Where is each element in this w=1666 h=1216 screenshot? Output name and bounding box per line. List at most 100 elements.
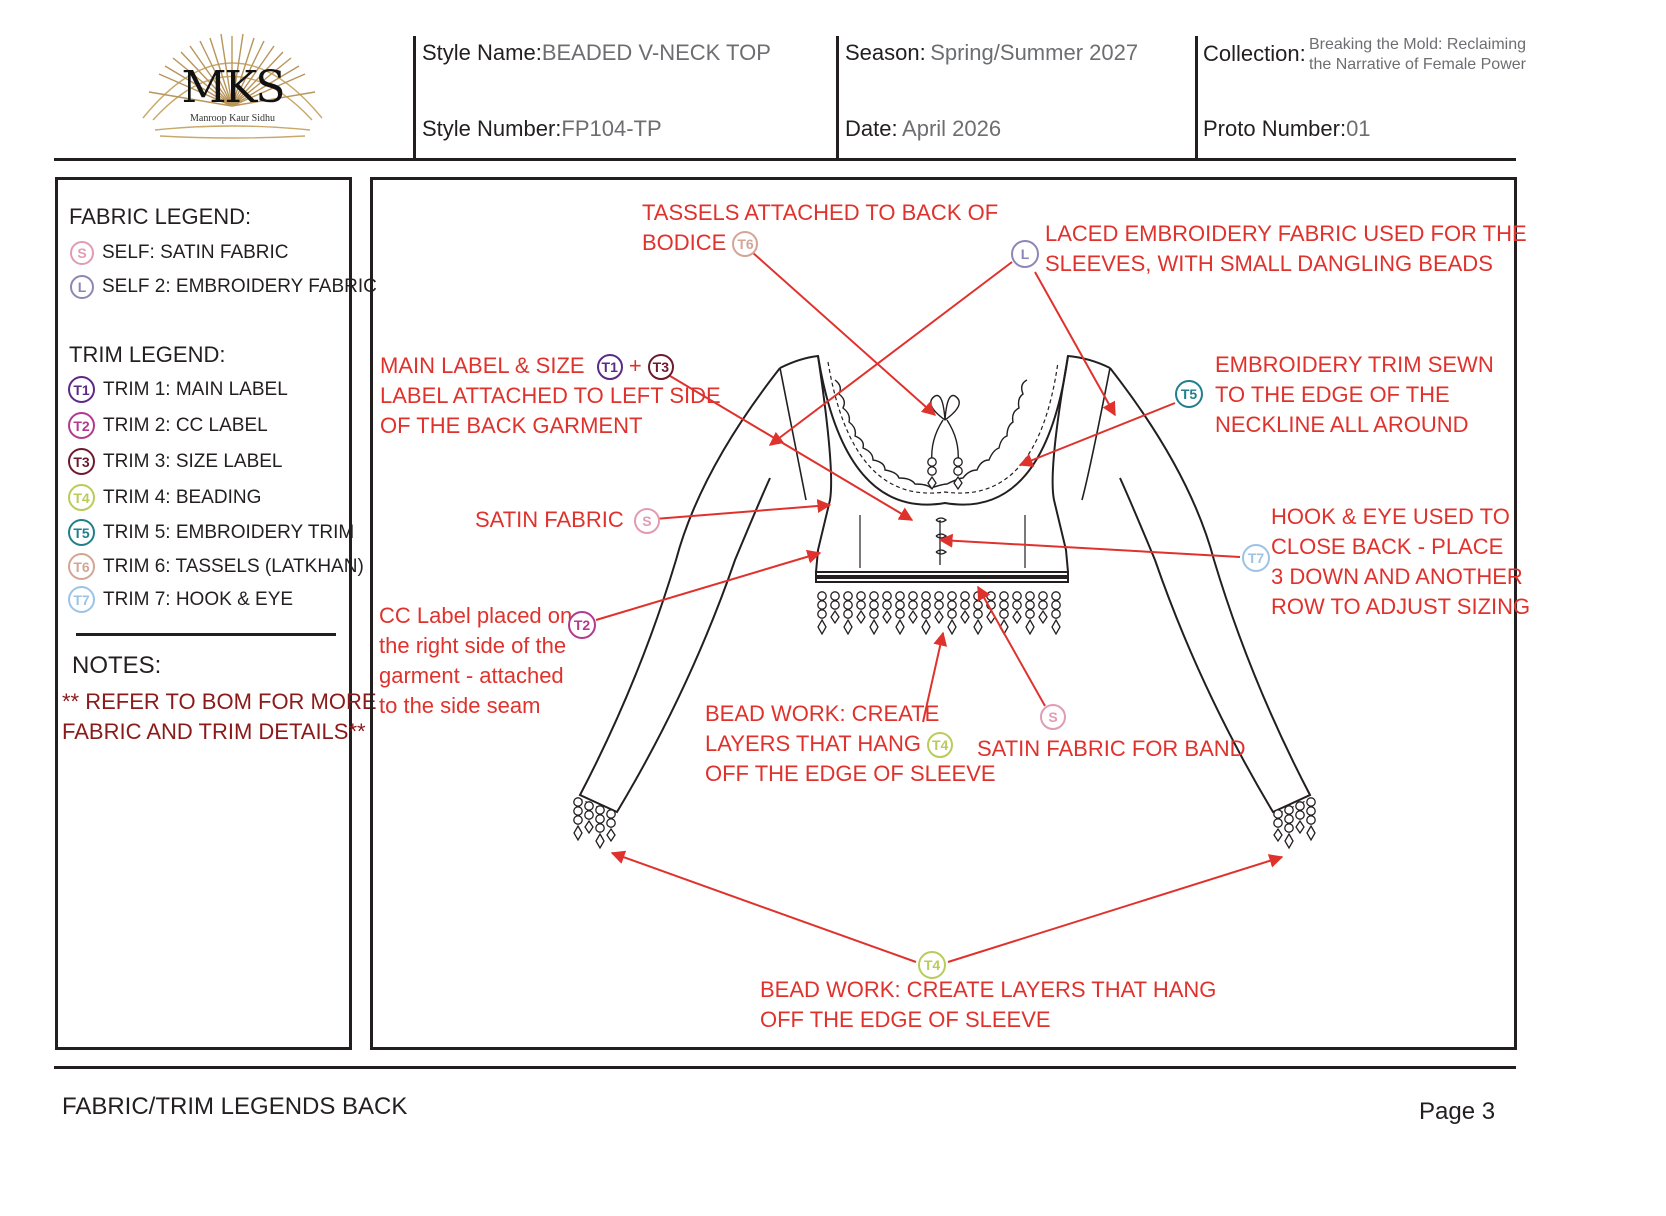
brand-logo: MKS Manroop Kaur Sidhu (135, 28, 330, 148)
trim-legend-label: TRIM 6: TASSELS (LATKHAN) (103, 555, 364, 577)
season-value: Spring/Summer 2027 (930, 40, 1139, 65)
t1-badge-icon: T1 (68, 376, 95, 403)
s-badge-icon: S (1040, 704, 1066, 730)
trim-legend-item: T7 TRIM 7: HOOK & EYE (68, 586, 293, 613)
left-sleeve (578, 367, 781, 814)
callout-line: ROW TO ADJUST SIZING (1271, 594, 1531, 619)
t5-badge-text: T5 (1175, 380, 1203, 408)
callout-line: 3 DOWN AND ANOTHER (1271, 564, 1523, 589)
date-value: April 2026 (902, 116, 1002, 141)
collection-value-line-2: the Narrative of Female Power (1309, 56, 1526, 73)
page-number: Page 3 (1419, 1098, 1496, 1125)
logo-name: Manroop Kaur Sidhu (190, 113, 275, 124)
style-number-label: Style Number: (422, 116, 562, 141)
season: Season: Spring/Summer 2027 (845, 40, 1138, 66)
l-badge-text: L (1011, 240, 1039, 268)
fabric-legend-label: SELF 2: EMBROIDERY FABRIC (102, 276, 377, 297)
callout-line: OFF THE EDGE OF SLEEVE (705, 761, 996, 786)
callout-line: to the side seam (379, 693, 541, 718)
collection-value: Breaking the Mold: Reclaiming the Narrat… (1309, 35, 1526, 75)
trim-legend-label: TRIM 7: HOOK & EYE (103, 588, 294, 610)
legend-panel (55, 177, 352, 1050)
t4-badge-icon: T4 (918, 951, 946, 979)
drawing-panel (370, 177, 1517, 1050)
trim-legend-label: TRIM 4: BEADING (103, 486, 262, 508)
trim-legend-item: T2 TRIM 2: CC LABEL (68, 412, 268, 439)
fabric-legend-title: FABRIC LEGEND: (69, 204, 252, 229)
trim-legend-item: T1 TRIM 1: MAIN LABEL (68, 376, 288, 403)
callout-laced: LACED EMBROIDERY FABRIC USED FOR THE SLE… (1045, 219, 1527, 279)
callout-line: OF THE BACK GARMENT (380, 413, 643, 438)
callout-tassels: TASSELS ATTACHED TO BACK OF BODICE T6 (642, 198, 998, 258)
t5-badge-icon: T5 (1175, 380, 1203, 408)
callout-line: BEAD WORK: CREATE (705, 701, 940, 726)
t3-badge-icon: T3 (647, 354, 674, 381)
callout-line: SATIN FABRIC (475, 507, 624, 532)
collection-value-line-1: Breaking the Mold: Reclaiming (1309, 36, 1526, 53)
fabric-legend-item: S SELF: SATIN FABRIC (70, 241, 289, 265)
callout-line: LAYERS THAT HANG (705, 731, 921, 756)
callout-satin: SATIN FABRIC S (475, 505, 660, 535)
callout-line: LACED EMBROIDERY FABRIC USED FOR THE (1045, 221, 1527, 246)
callout-bead-bottom: BEAD WORK: CREATE LAYERS THAT HANG OFF T… (760, 975, 1216, 1035)
t7-badge-icon: T7 (1242, 544, 1270, 572)
season-label: Season: (845, 40, 926, 65)
t4-badge-icon: T4 (68, 484, 95, 511)
style-name: Style Name:BEADED V-NECK TOP (422, 40, 771, 66)
notes-text: ** REFER TO BOM FOR MORE FABRIC AND TRIM… (62, 687, 377, 747)
callout-line: the right side of the (379, 633, 567, 658)
fabric-legend-item: L SELF 2: EMBROIDERY FABRIC (70, 275, 377, 299)
t3-badge-icon: T3 (68, 448, 95, 475)
trim-legend-label: TRIM 5: EMBROIDERY TRIM (103, 521, 355, 543)
date: Date: April 2026 (845, 116, 1001, 142)
t2-badge-icon: T2 (568, 611, 596, 639)
notes-line: ** REFER TO BOM FOR MORE (62, 689, 377, 714)
callout-line: CC Label placed on (379, 603, 573, 628)
callout-main-label: MAIN LABEL & SIZE T1 + T3 LABEL ATTACHED… (380, 351, 721, 441)
callout-line: OFF THE EDGE OF SLEEVE (760, 1007, 1051, 1032)
t1-badge-icon: T1 (596, 354, 623, 381)
style-number-value: FP104-TP (561, 116, 662, 141)
footer-title: FABRIC/TRIM LEGENDS BACK (62, 1093, 408, 1120)
proto-number-value: 01 (1346, 116, 1371, 141)
t2-badge-icon: T2 (68, 412, 95, 439)
trim-legend-label: TRIM 3: SIZE LABEL (103, 450, 283, 472)
callout-line: CLOSE BACK - PLACE (1271, 534, 1504, 559)
callout-line: NECKLINE ALL AROUND (1215, 412, 1469, 437)
t5-badge-icon: T5 (68, 519, 95, 546)
trim-legend-item: T3 TRIM 3: SIZE LABEL (68, 448, 283, 475)
callout-satin-band: SATIN FABRIC FOR BAND (977, 736, 1246, 761)
l-badge-icon: L (1011, 240, 1039, 268)
trim-legend-label: TRIM 1: MAIN LABEL (103, 378, 288, 400)
t2-badge-text: T2 (568, 611, 596, 639)
trim-legend-item: T4 TRIM 4: BEADING (68, 484, 261, 511)
trim-legend-label: TRIM 2: CC LABEL (103, 414, 268, 436)
callout-line: BODICE (642, 230, 727, 255)
l-badge-icon: L (70, 275, 94, 299)
logo-sunburst-icon (142, 33, 323, 139)
callout-hook: HOOK & EYE USED TO CLOSE BACK - PLACE 3 … (1271, 502, 1530, 622)
style-number: Style Number:FP104-TP (422, 116, 662, 142)
callout-emb-trim: EMBROIDERY TRIM SEWN TO THE EDGE OF THE … (1215, 350, 1494, 440)
legend-divider (76, 633, 336, 636)
notes-title: NOTES: (72, 652, 162, 679)
t4-badge-icon: T4 (927, 732, 954, 759)
t7-badge-icon: T7 (68, 586, 95, 613)
s-badge-icon: S (633, 508, 660, 535)
fabric-legend-label: SELF: SATIN FABRIC (102, 242, 289, 263)
callout-line: BEAD WORK: CREATE LAYERS THAT HANG (760, 977, 1217, 1002)
proto-number: Proto Number:01 (1203, 116, 1371, 142)
style-name-label: Style Name: (422, 40, 542, 65)
s-badge-icon: S (70, 241, 94, 265)
callout-bead-center: BEAD WORK: CREATE LAYERS THAT HANG T4 OF… (705, 699, 996, 789)
t6-badge-icon: T6 (732, 231, 759, 258)
callout-line: SLEEVES, WITH SMALL DANGLING BEADS (1045, 251, 1493, 276)
logo-monogram: MKS (181, 62, 285, 113)
trim-legend-title: TRIM LEGEND: (69, 342, 226, 367)
callout-line: HOOK & EYE USED TO (1271, 504, 1510, 529)
callout-line: TO THE EDGE OF THE (1215, 382, 1450, 407)
proto-number-label: Proto Number: (1203, 116, 1347, 141)
right-sleeve (1109, 367, 1312, 814)
s-badge-text: S (1040, 704, 1066, 730)
callout-line: EMBROIDERY TRIM SEWN (1215, 352, 1494, 377)
